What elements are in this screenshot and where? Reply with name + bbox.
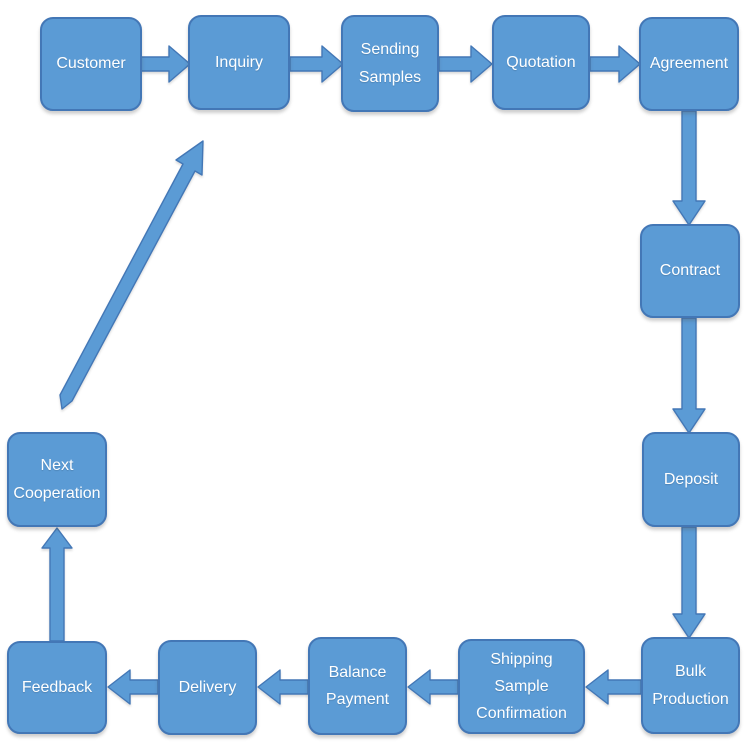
node-shipping-sample-confirmation: Shipping Sample Confirmation	[458, 639, 585, 734]
arrow-contract-to-deposit	[672, 317, 706, 434]
arrow-shipping-sample-confirmation-to-balance-payment	[407, 669, 459, 705]
node-inquiry: Inquiry	[188, 15, 290, 110]
node-feedback: Feedback	[7, 641, 107, 734]
node-sending-samples: Sending Samples	[341, 15, 439, 112]
node-bulk-production: Bulk Production	[641, 637, 740, 734]
arrow-bulk-production-to-shipping-sample-confirmation	[585, 669, 642, 705]
arrow-next-cooperation-to-inquiry	[59, 140, 204, 410]
node-deposit: Deposit	[642, 432, 740, 527]
node-delivery: Delivery	[158, 640, 257, 735]
arrow-sending-samples-to-quotation	[438, 45, 493, 83]
arrow-feedback-to-next-cooperation	[41, 527, 73, 642]
node-customer: Customer	[40, 17, 142, 111]
arrow-inquiry-to-sending-samples	[289, 45, 344, 83]
node-agreement: Agreement	[639, 17, 739, 111]
node-quotation: Quotation	[492, 15, 590, 110]
arrow-quotation-to-agreement	[589, 45, 641, 83]
arrow-agreement-to-contract	[672, 110, 706, 226]
node-balance-payment: Balance Payment	[308, 637, 407, 735]
node-contract: Contract	[640, 224, 740, 318]
arrow-balance-payment-to-delivery	[257, 669, 309, 705]
arrow-delivery-to-feedback	[107, 669, 159, 705]
arrow-customer-to-inquiry	[140, 45, 191, 83]
arrow-deposit-to-bulk-production	[672, 526, 706, 639]
node-next-cooperation: Next Cooperation	[7, 432, 107, 527]
